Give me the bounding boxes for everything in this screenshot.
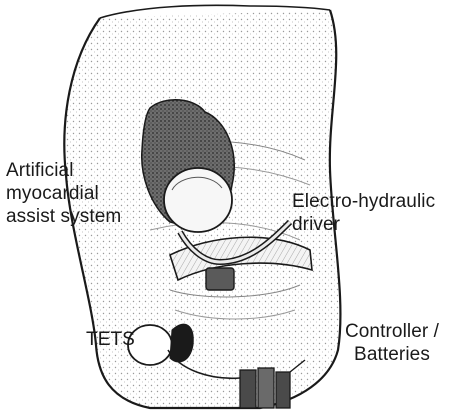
label-controller-batteries: Controller / Batteries: [317, 320, 467, 366]
label-tets: TETS: [86, 328, 146, 351]
driver-unit: [206, 268, 234, 290]
label-electro-hydraulic-driver: Electro-hydraulic driver: [292, 190, 468, 236]
label-myocardial-assist-system: Artificial myocardial assist system: [6, 159, 156, 228]
